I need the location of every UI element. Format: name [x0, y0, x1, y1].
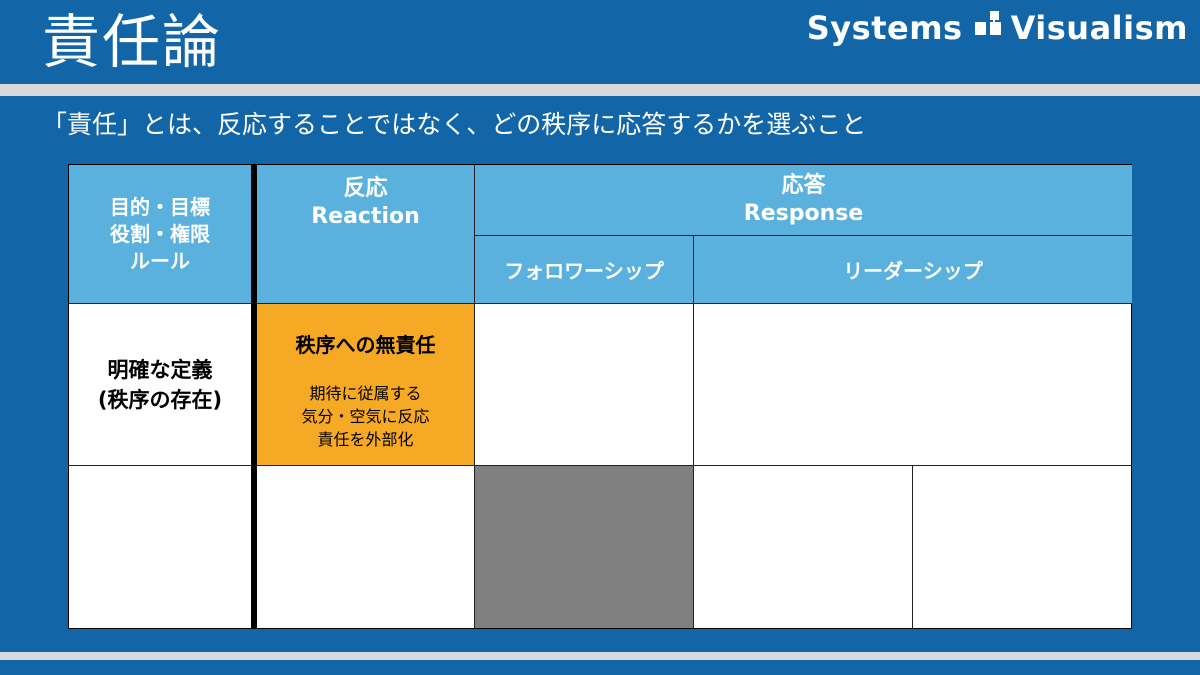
cell-reaction-empty [257, 465, 474, 628]
header-criteria-line: 役割・権限 [110, 221, 210, 246]
header-criteria-line: ルール [130, 248, 190, 273]
cell-leadership-left [693, 465, 912, 628]
responsibility-matrix: 目的・目標 役割・権限 ルール 反応 Reaction 応答 Response … [68, 164, 1132, 629]
header-reaction-en: Reaction [311, 204, 420, 229]
header-criteria: 目的・目標 役割・権限 ルール [69, 165, 251, 303]
cell-line: 責任を外部化 [317, 430, 414, 449]
cell-line: 期待に従属する [309, 384, 422, 403]
row-label-empty [69, 465, 251, 628]
logo-text-left: Systems [806, 9, 963, 47]
cell-line: 気分・空気に反応 [301, 407, 430, 426]
cell-leadership-defined [693, 303, 1132, 465]
row-label-line: 明確な定義 [107, 357, 213, 382]
row-label-defined-order: 明確な定義 (秩序の存在) [69, 303, 251, 465]
header-response-jp: 応答 [781, 173, 826, 198]
row-label-line: (秩序の存在) [97, 387, 223, 412]
slide-subtitle: 「責任」とは、反応することではなく、どの秩序に応答するかを選ぶこと [42, 110, 867, 139]
slide-title: 責任論 [42, 8, 223, 76]
header-reaction-jp: 反応 [343, 176, 388, 201]
cell-followership-gray [474, 465, 693, 628]
header-response: 応答 Response [474, 165, 1132, 235]
header-leadership: リーダーシップ [693, 235, 1132, 303]
brand-logo: Systems Visualism [806, 9, 1188, 47]
header-response-en: Response [743, 201, 864, 226]
header-criteria-line: 目的・目標 [110, 194, 210, 219]
cell-leadership-right [912, 465, 1132, 628]
thick-column-divider [251, 165, 257, 628]
logo-text-right: Visualism [1010, 9, 1188, 47]
cell-irresponsibility-to-order: 秩序への無責任 期待に従属する 気分・空気に反応 責任を外部化 [257, 303, 474, 465]
logo-mark-icon [973, 9, 1003, 47]
header-reaction: 反応 Reaction [257, 165, 474, 303]
top-divider [0, 84, 1200, 96]
cell-followership-defined [474, 303, 693, 465]
header-followership: フォロワーシップ [474, 235, 693, 303]
cell-heading: 秩序への無責任 [295, 333, 436, 357]
bottom-divider [0, 652, 1200, 660]
